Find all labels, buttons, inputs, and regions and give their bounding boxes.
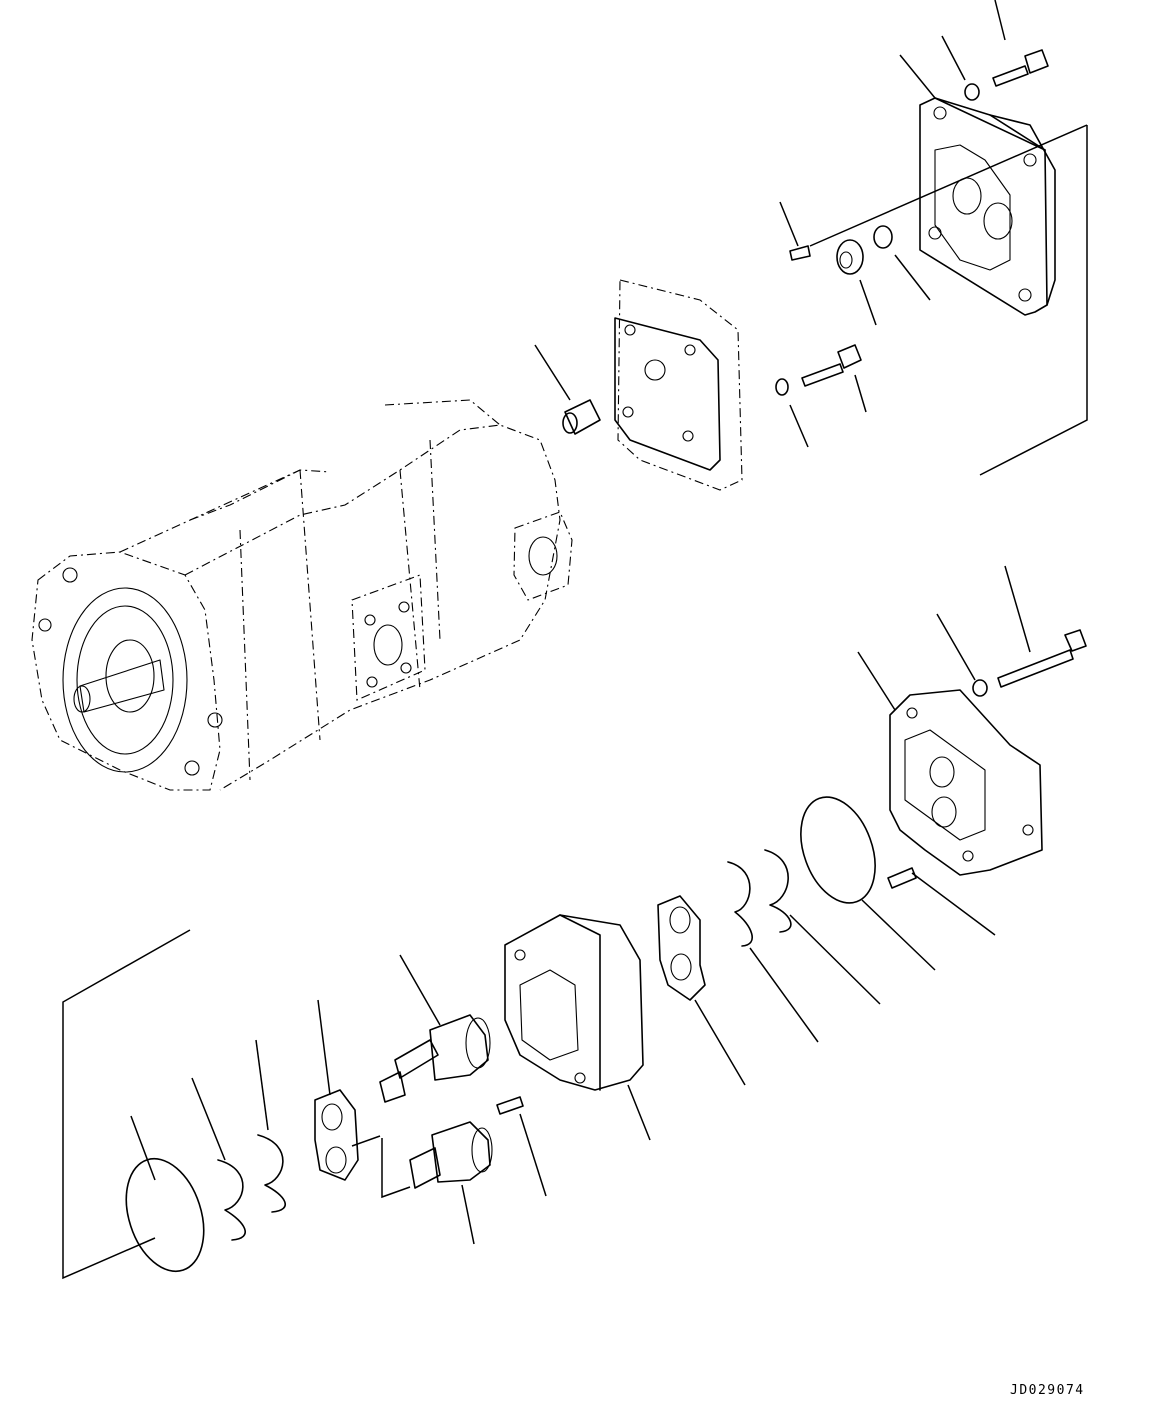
bolt-top bbox=[992, 49, 1049, 87]
washer-lower bbox=[972, 679, 988, 697]
backup-ring-right bbox=[727, 849, 792, 947]
rear-body bbox=[889, 689, 1043, 876]
side-plate-left bbox=[314, 1089, 359, 1181]
drawing-code: JD029074 bbox=[1010, 1383, 1085, 1398]
driven-gear bbox=[409, 1121, 493, 1189]
cover-plate bbox=[919, 97, 1056, 316]
o-ring-small bbox=[873, 225, 893, 249]
backup-ring-left bbox=[217, 1134, 286, 1241]
dowel-pin-upper bbox=[789, 245, 811, 261]
bolt-mid bbox=[801, 344, 862, 387]
dowel-pin-lower bbox=[496, 1096, 524, 1115]
dowel-pin-right bbox=[887, 867, 917, 889]
washer-mid bbox=[775, 378, 789, 396]
leader-lines bbox=[62, 0, 1088, 1280]
pump-assembly bbox=[31, 399, 573, 791]
bushing bbox=[562, 399, 601, 435]
o-ring-large-left bbox=[125, 1157, 205, 1273]
gear-case bbox=[504, 914, 644, 1091]
side-plate-right bbox=[657, 895, 706, 1001]
thrust-plate bbox=[614, 279, 743, 491]
bolt-long bbox=[997, 629, 1087, 688]
o-ring-large-right bbox=[800, 796, 876, 904]
washer-top bbox=[964, 83, 980, 101]
drive-gear bbox=[379, 1014, 491, 1103]
bearing bbox=[836, 239, 864, 275]
